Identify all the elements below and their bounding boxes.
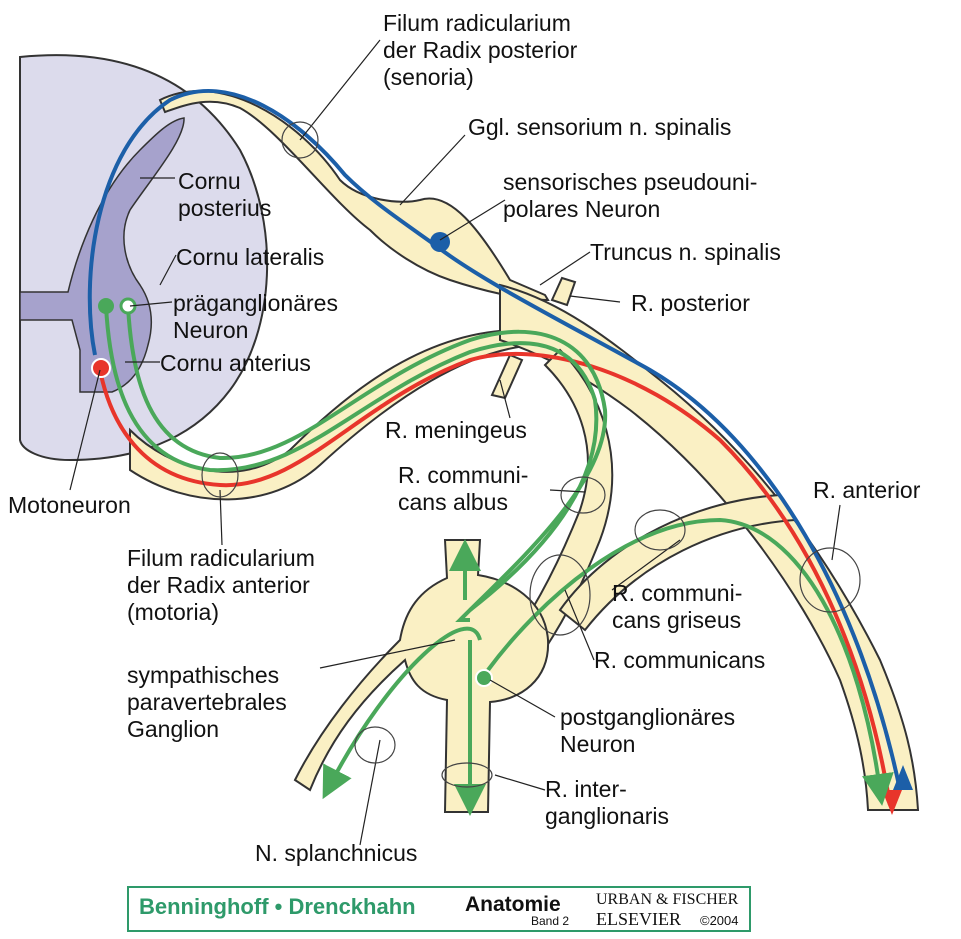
label-postganglionaeres-neuron: postganglionäres Neuron xyxy=(560,704,736,757)
label-filum-radicularium-anterior: Filum radicularium der Radix anterior (m… xyxy=(127,545,315,625)
grey-matter xyxy=(19,117,185,393)
praeganglionic-neuron-body-1 xyxy=(98,298,114,314)
label-r-meningeus: R. meningeus xyxy=(385,417,527,443)
label-sensorisches-neuron: sensorisches pseudouni- polares Neuron xyxy=(503,169,758,222)
label-r-anterior: R. anterior xyxy=(813,477,921,503)
footer-publisher-line1: URBAN & FISCHER xyxy=(596,891,739,908)
label-filum-radicularium-posterior: Filum radicularium der Radix posterior (… xyxy=(383,10,578,90)
footer-year: ©2004 xyxy=(700,913,739,928)
footer-band: Band 2 xyxy=(531,914,570,928)
sensory-fiber xyxy=(87,89,902,791)
ramus-meningeus-stub xyxy=(490,353,524,400)
footer-book-title: Anatomie xyxy=(465,893,561,916)
motor-fiber xyxy=(98,352,892,806)
sympathetic-fibers xyxy=(104,305,894,816)
sensory-arrowhead xyxy=(893,765,913,790)
label-n-splanchnicus: N. splanchnicus xyxy=(255,840,418,866)
label-r-posterior: R. posterior xyxy=(631,290,750,316)
label-r-interganglionaris: R. inter- ganglionaris xyxy=(545,776,670,829)
sympathetic-ganglion xyxy=(293,539,550,813)
leader-lines xyxy=(69,39,841,846)
footer-authors: Benninghoff • Drenckhahn xyxy=(139,894,416,919)
label-r-communicans-griseus: R. communi- cans griseus xyxy=(612,580,743,633)
label-cornu-posterius: Cornu posterius xyxy=(178,168,272,221)
ramus-posterior-stub xyxy=(550,276,577,307)
label-motoneuron: Motoneuron xyxy=(8,492,131,518)
section-markers xyxy=(201,121,861,788)
label-praeganglionaeres-neuron: präganglionäres Neuron xyxy=(173,290,338,343)
label-cornu-anterius: Cornu anterius xyxy=(160,350,311,376)
label-r-communicans: R. communicans xyxy=(594,647,766,673)
label-ggl-sensorium: Ggl. sensorium n. spinalis xyxy=(468,114,732,140)
label-cornu-lateralis: Cornu lateralis xyxy=(176,244,325,270)
postganglionic-neuron-body xyxy=(475,669,493,687)
label-sympathisches-ganglion: sympathisches paravertebrales Ganglion xyxy=(127,662,287,742)
publisher-footer: Benninghoff • Drenckhahn Anatomie Band 2… xyxy=(127,886,751,932)
motoneuron-body xyxy=(91,358,111,378)
label-r-communicans-albus: R. communi- cans albus xyxy=(398,462,529,515)
footer-publisher-line2: ELSEVIER xyxy=(596,909,681,929)
label-truncus-n-spinalis: Truncus n. spinalis xyxy=(590,239,781,265)
